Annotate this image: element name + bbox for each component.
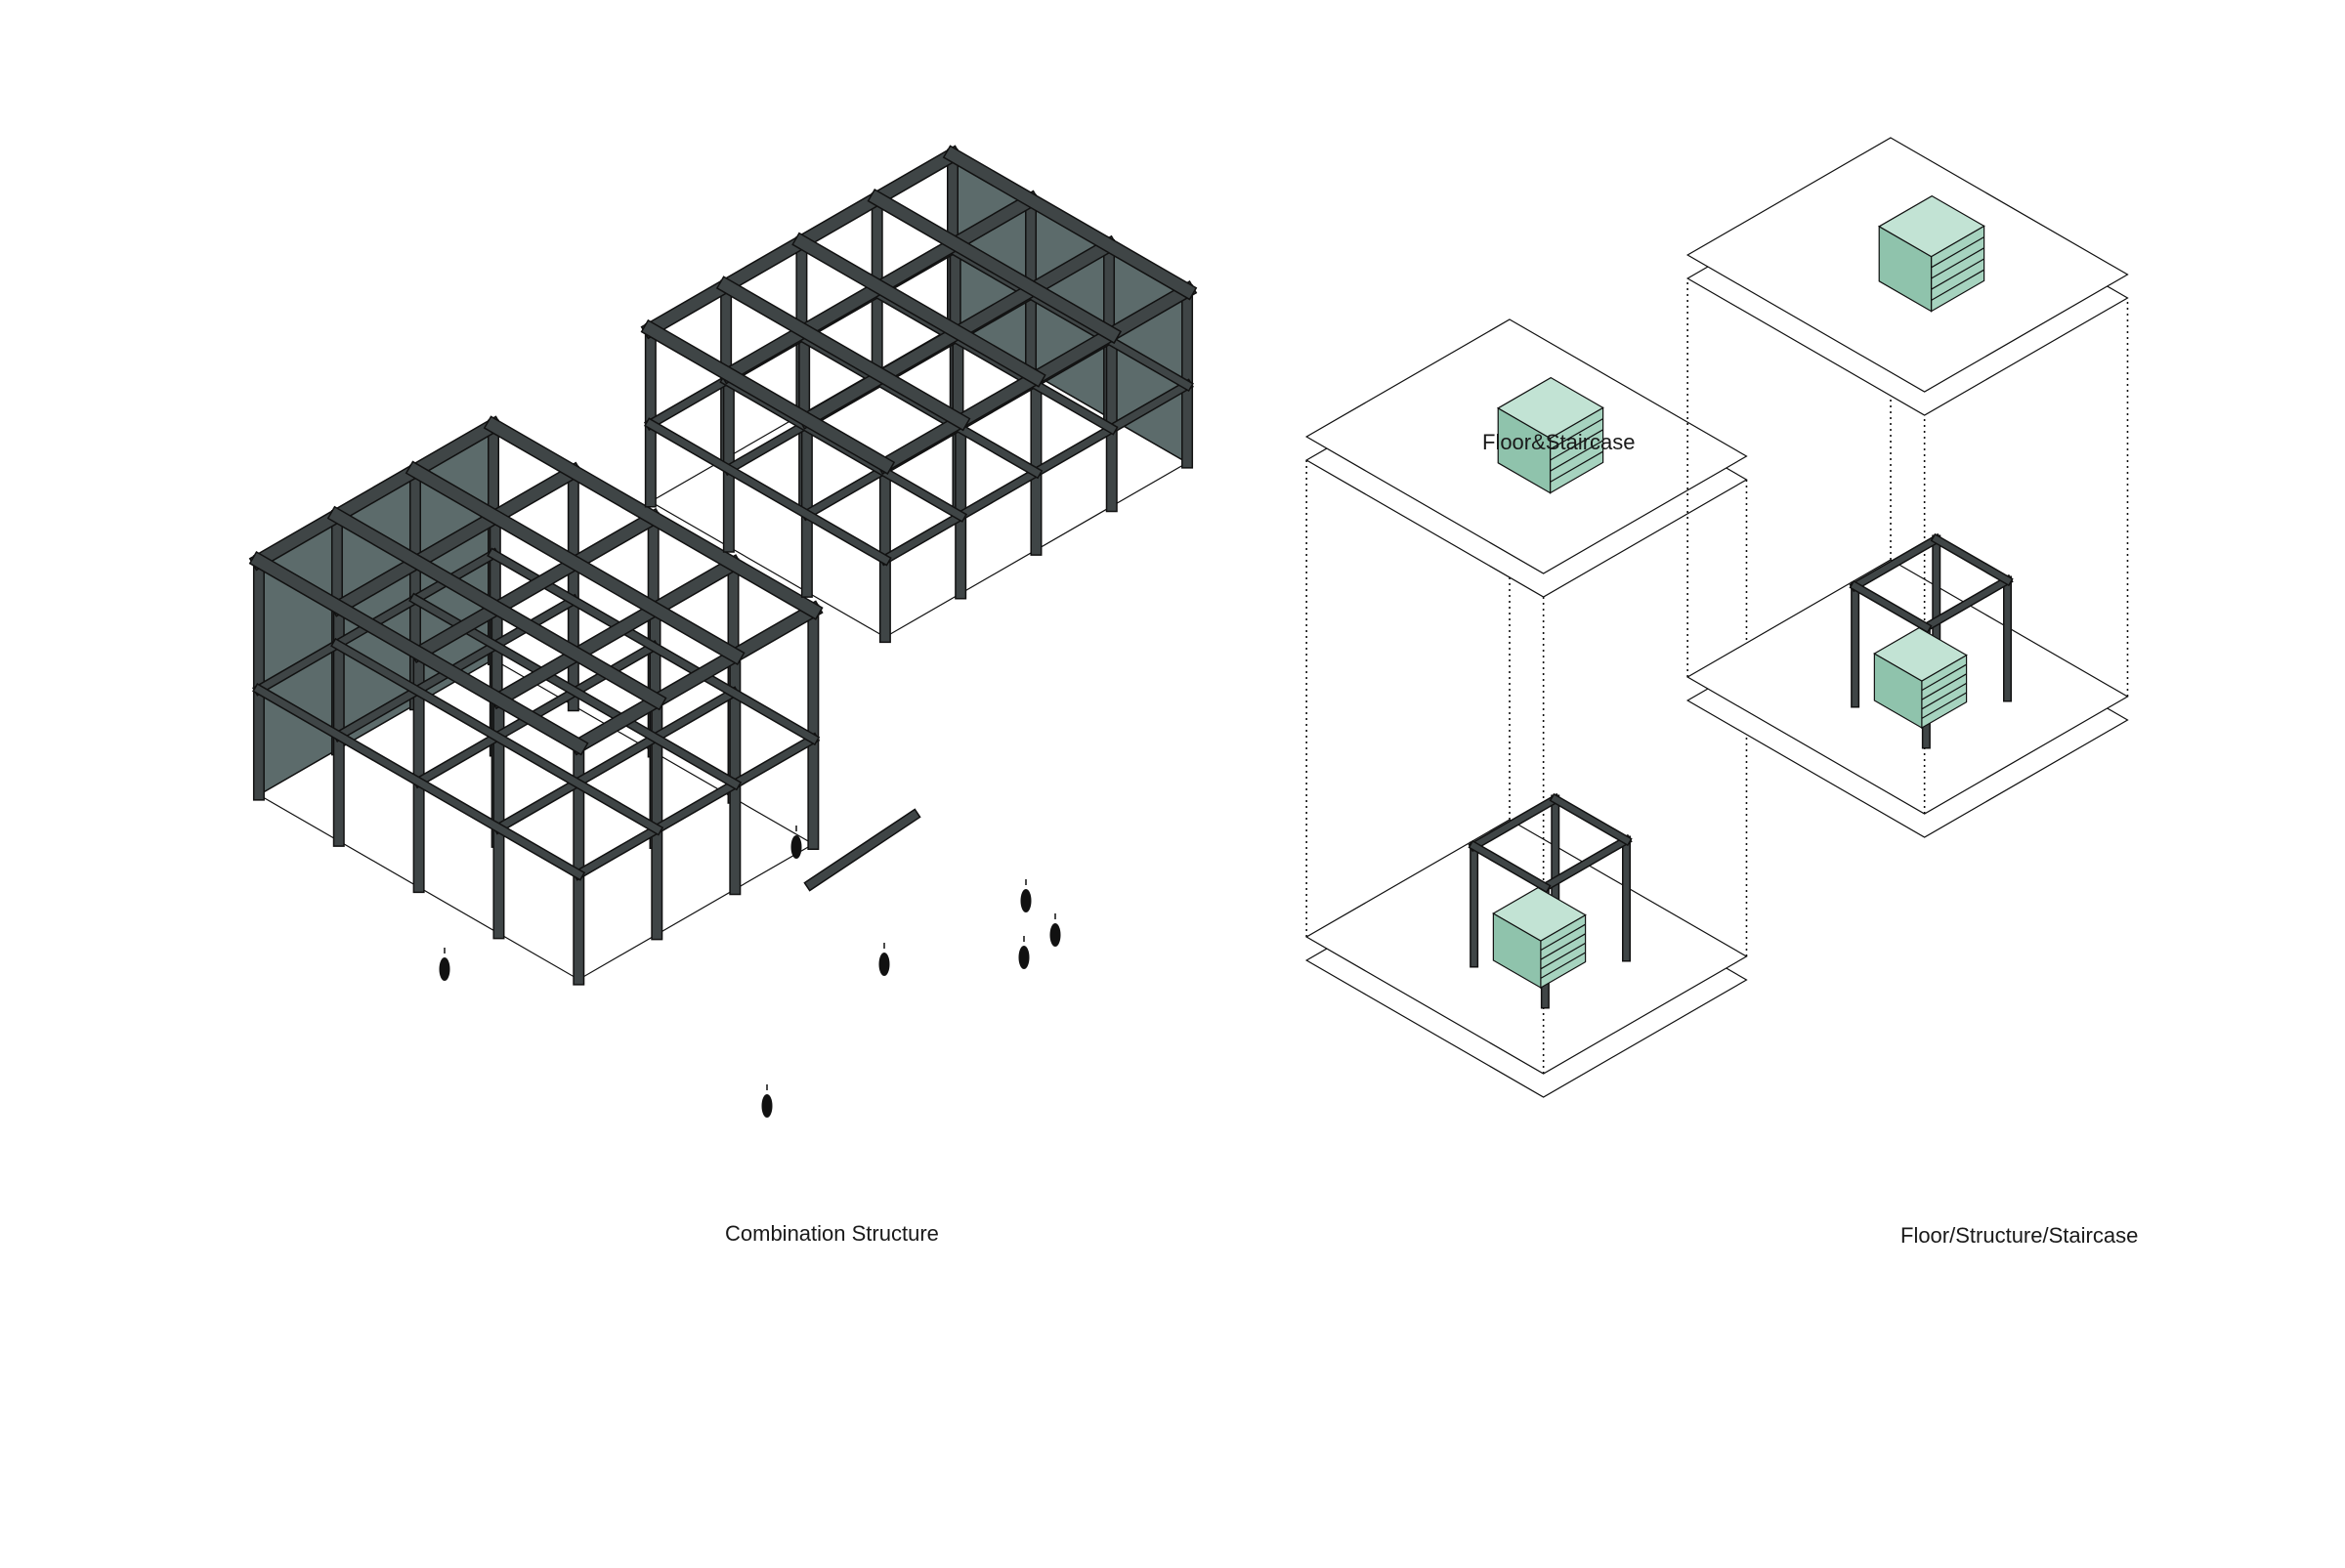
label-combination-structure: Combination Structure <box>725 1221 939 1246</box>
frame-beam <box>259 561 578 745</box>
pendant-shade <box>790 835 802 859</box>
frame-beam <box>337 645 657 829</box>
staircase-top <box>1874 628 1966 681</box>
pendant-shade <box>1018 946 1030 969</box>
stair-tread-line <box>1922 693 1967 718</box>
stair-tread-line <box>1541 953 1586 978</box>
tower-right <box>1687 138 2127 837</box>
back-wall-panel <box>259 426 493 795</box>
frame-beam <box>578 739 813 874</box>
frame-beam <box>419 518 654 654</box>
stair-tread-line <box>1541 934 1586 959</box>
frame-beam <box>415 471 735 656</box>
pendant-light-icon <box>1018 936 1030 969</box>
stair-tread-line <box>1932 237 1984 268</box>
pendant-light-icon <box>1020 879 1032 912</box>
frame-beam <box>339 472 574 608</box>
pendant-shade <box>1049 923 1061 947</box>
stair-tread-line <box>1932 248 1984 278</box>
frame-beam <box>726 285 960 421</box>
frame-block-left <box>259 426 813 980</box>
frame-beam <box>578 611 813 746</box>
staircase-top <box>1493 888 1585 941</box>
tower-left <box>1306 319 1746 1097</box>
frame-beam <box>259 690 578 874</box>
frame-beam <box>1855 539 1937 586</box>
frame-beam <box>1474 846 1546 887</box>
pendant-light-icon <box>439 948 450 981</box>
frame-beam <box>493 426 813 611</box>
frame-beam <box>1474 799 1556 846</box>
frame-beam <box>259 426 493 562</box>
label-floor-structure-staircase: Floor/Structure/Staircase <box>1900 1223 2139 1248</box>
pendant-shade <box>878 953 890 976</box>
frame-beam <box>1556 799 1627 840</box>
staircase-top <box>1879 196 1983 257</box>
frame-beam <box>877 198 1112 334</box>
stair-tread-line <box>1551 451 1603 482</box>
frame-beam <box>498 564 733 699</box>
stair-tread-line <box>1551 419 1603 449</box>
stair-tread-line <box>1922 683 1967 708</box>
frame-beam <box>337 516 657 700</box>
frame-beam <box>953 155 1187 291</box>
frame-beam <box>651 329 885 465</box>
frame-beam <box>651 424 885 560</box>
pendant-light-icon <box>1049 913 1061 947</box>
stair-tread-line <box>1932 259 1984 289</box>
frame-block-right <box>651 155 1187 637</box>
frame-beam <box>498 693 733 828</box>
pendant-shade <box>1020 889 1032 912</box>
stair-tread-line <box>1541 943 1586 968</box>
label-floor-staircase: Floor&Staircase <box>1482 430 1636 454</box>
frame-beam <box>801 242 1036 378</box>
stair-tread-line <box>1932 270 1984 300</box>
pendant-light-icon <box>790 826 802 859</box>
stair-tread-line <box>1922 664 1967 690</box>
pendant-light-icon <box>761 1084 773 1118</box>
frame-beam <box>1855 586 1927 627</box>
frame-beam <box>811 816 914 884</box>
pendant-shade <box>761 1094 773 1118</box>
stair-tread-line <box>1922 674 1967 699</box>
frame-beam <box>1545 840 1626 887</box>
pendant-shade <box>439 957 450 981</box>
connector-bridge <box>439 816 1061 1118</box>
frame-beam <box>1937 539 2008 580</box>
stair-tread-line <box>1541 924 1586 950</box>
pendant-light-icon <box>878 943 890 976</box>
frame-beam <box>1926 580 2007 627</box>
staircase-top <box>1498 378 1602 439</box>
stair-tread-line <box>1551 441 1603 471</box>
lower-frame <box>1855 539 2008 744</box>
stair-tread-line <box>1551 430 1603 460</box>
